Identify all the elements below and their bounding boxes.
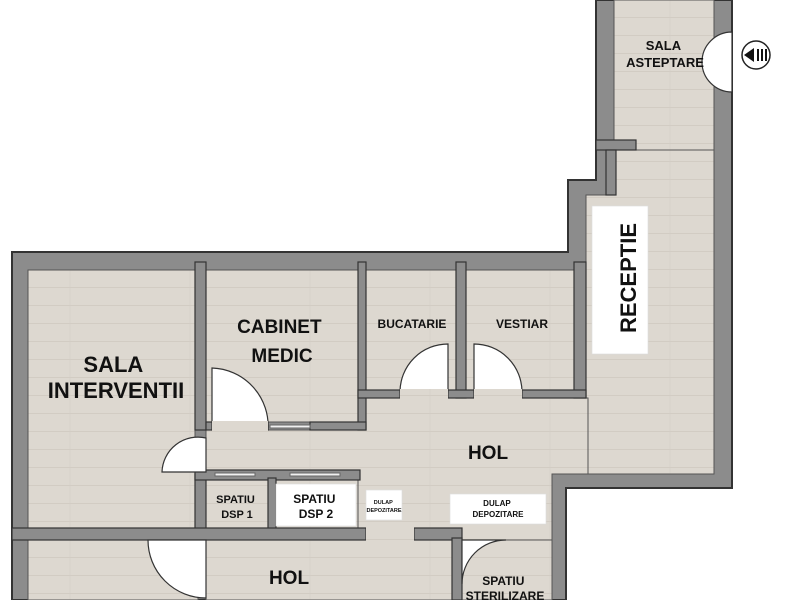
- floor-sala-asteptare: [613, 0, 715, 151]
- passages: [212, 389, 522, 541]
- label-receptie: RECEPTIE: [616, 223, 641, 333]
- label-bucatarie: BUCATARIE: [378, 317, 447, 331]
- door-entrance: [701, 31, 733, 93]
- door-bucatarie: [399, 343, 449, 393]
- floors: [27, 0, 715, 600]
- door-swings: [147, 31, 733, 599]
- label-spatiu-dsp1: SPATIU DSP 1: [216, 494, 258, 521]
- window-details: [214, 424, 341, 477]
- floor-sala-interventii: [27, 269, 196, 529]
- entrance-arrow-icon: [741, 40, 771, 70]
- label-dulap-large: DULAP DEPOZITARE: [473, 499, 525, 519]
- label-hol-main: HOL: [468, 443, 509, 464]
- label-panels: [275, 205, 649, 527]
- door-sterilizare: [461, 539, 507, 585]
- label-spatiu-sterilizare: SPATIU STERILIZARE: [466, 574, 545, 600]
- label-cabinet-medic: CABINET MEDIC: [237, 317, 327, 367]
- entrance-marker: [741, 40, 771, 70]
- door-vestiar: [473, 343, 523, 393]
- label-spatiu-dsp2: SPATIU DSP 2: [293, 492, 339, 521]
- label-sala-interventii: SALA INTERVENTII: [48, 352, 185, 403]
- door-cabinet-medic: [211, 367, 269, 431]
- door-lower-left: [147, 539, 207, 599]
- floor-hol-lower: [205, 539, 453, 600]
- interior-walls: [11, 139, 637, 600]
- label-hol-lower: HOL: [269, 568, 310, 589]
- room-labels: SALA ASTEPTARE RECEPTIE SALA INTERVENTII…: [48, 38, 704, 600]
- label-vestiar: VESTIAR: [496, 317, 548, 331]
- door-sala-interventii: [161, 436, 207, 473]
- label-dulap-small: DULAP DEPOZITARE: [366, 500, 401, 514]
- floor-sterilizare: [461, 539, 553, 600]
- label-sala-asteptare: SALA ASTEPTARE: [626, 38, 704, 70]
